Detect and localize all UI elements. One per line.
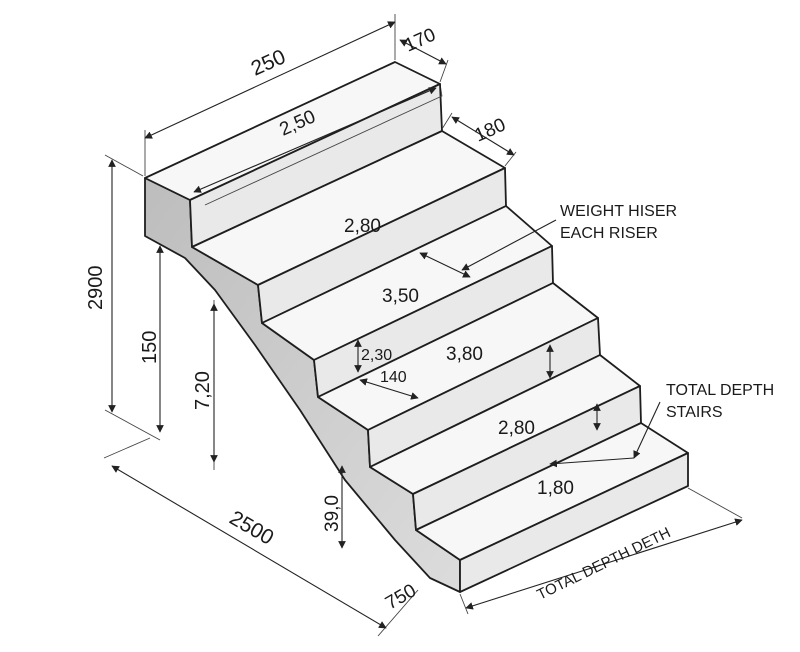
- dimension-small-rise: [354, 339, 419, 400]
- callout-riser-line2: EACH RISER: [560, 225, 658, 242]
- callout-depth-leader-2: [549, 457, 635, 468]
- callout-riser-leader: [461, 219, 557, 271]
- label-height-b: 7,20: [192, 371, 214, 410]
- label-small-tread: 140: [380, 369, 407, 386]
- label-small-rise: 2,30: [361, 347, 392, 364]
- dimension-total-height: [104, 154, 161, 441]
- callout-riser-line1: WEIGHT HISER: [560, 203, 677, 220]
- label-tread-2: 180: [471, 114, 509, 146]
- dimension-step-1: [193, 87, 437, 193]
- label-length-left: 2500: [226, 506, 278, 549]
- label-step-4: 3,80: [446, 344, 483, 365]
- label-total-height: 2900: [85, 266, 107, 311]
- dimension-total-depth: [459, 487, 743, 615]
- dimension-tread-top: [399, 39, 449, 83]
- label-step-5: 2,80: [498, 418, 535, 439]
- label-step-2: 2,80: [344, 216, 381, 237]
- label-step-6: 1,80: [537, 478, 574, 499]
- callout-depth-line2: STAIRS: [666, 404, 723, 421]
- label-step-3: 3,50: [382, 286, 419, 307]
- callout-depth-leader-1: [633, 401, 661, 459]
- label-tread-top: 170: [401, 24, 439, 56]
- label-height-c: 39,0: [322, 495, 343, 532]
- dimension-tread-2: [441, 112, 517, 167]
- label-height-a: 150: [139, 331, 161, 364]
- dimension-width-top: [144, 14, 396, 176]
- dimension-length: [103, 437, 419, 637]
- label-width-top: 250: [248, 45, 289, 80]
- dimension-step-3: [419, 252, 471, 278]
- label-length-right: 750: [382, 580, 420, 614]
- callout-depth-line1: TOTAL DEPTH: [666, 382, 774, 399]
